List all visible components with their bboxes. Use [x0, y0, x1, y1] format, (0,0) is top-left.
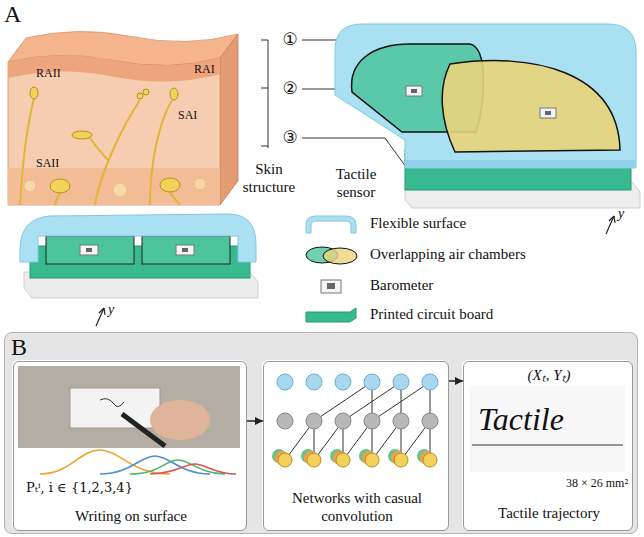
- process-box: Networks with casual convolution: [263, 361, 449, 531]
- output-label-wrap: (Xₜ, Yₜ): [464, 366, 634, 384]
- box-caption: Tactile trajectory: [464, 504, 634, 522]
- box-caption-wrap: Networks with casual convolution: [272, 489, 442, 525]
- receptor-label: SAII: [36, 156, 76, 170]
- axis-label-wrap: y: [618, 206, 634, 223]
- callout-number: ①: [279, 29, 301, 49]
- process-box: Pₜⁱ, i ∈ {1,2,3,4} Writing on surface: [13, 361, 247, 531]
- skin-illustration: [8, 31, 238, 205]
- box-caption: Writing on surface: [14, 507, 248, 525]
- legend-text-wrap: Barometer: [370, 276, 610, 294]
- panel-letter: B: [11, 333, 41, 362]
- receptor-label-wrap: RAII: [36, 66, 76, 80]
- legend-text-wrap: Flexible surface: [370, 214, 610, 232]
- panel: B Pₜⁱ, i ∈ {1,2,3,4} Writing on surface Net…: [4, 332, 638, 534]
- box-caption: Networks with casual convolution: [272, 489, 442, 525]
- axis-label: y: [618, 206, 634, 223]
- callout-number-wrap: ③: [279, 127, 301, 147]
- receptor-label: SAI: [178, 108, 208, 122]
- part-caption: Skin structure: [238, 160, 300, 196]
- receptor-label-wrap: RAI: [194, 62, 224, 76]
- legend-swatch: [302, 304, 360, 326]
- receptor-label-wrap: SAI: [178, 108, 208, 122]
- baseline: [472, 445, 623, 446]
- callout-number-wrap: ②: [279, 78, 301, 98]
- writing-photo: [18, 366, 240, 496]
- dimension-label: 38 × 26 mm²: [504, 476, 628, 490]
- box-caption-wrap: Tactile trajectory: [464, 504, 634, 522]
- legend-text-wrap: Printed circuit board: [370, 305, 610, 323]
- callout-number-wrap: ①: [279, 29, 301, 49]
- axis-label: y: [108, 302, 124, 319]
- callout-number: ③: [279, 127, 301, 147]
- dimension-label-wrap: 38 × 26 mm²: [504, 476, 628, 490]
- part-caption: Tactile sensor: [316, 165, 396, 201]
- panel-letter-wrap: B: [11, 333, 41, 362]
- flow-arrow: [247, 420, 263, 422]
- signal-label-wrap: Pₜⁱ, i ∈ {1,2,3,4}: [26, 480, 236, 496]
- legend-text-wrap: Overlapping air chambers: [370, 245, 610, 263]
- legend-swatch: [302, 275, 360, 297]
- callout-number: ②: [279, 78, 301, 98]
- legend-text: Overlapping air chambers: [370, 245, 610, 263]
- part-caption-wrap: Skin structure: [238, 160, 300, 196]
- receptor-label: RAII: [36, 66, 76, 80]
- legend-swatch: [302, 244, 360, 266]
- causal-network: [272, 374, 438, 467]
- signal-label: Pₜⁱ, i ∈ {1,2,3,4}: [26, 480, 236, 496]
- legend-text: Printed circuit board: [370, 305, 610, 323]
- receptor-label: RAI: [194, 62, 224, 76]
- panel-letter: A: [4, 0, 34, 29]
- box-caption-wrap: Writing on surface: [14, 507, 248, 525]
- handwriting-sample-wrap: Tactile: [478, 400, 628, 438]
- output-label: (Xₜ, Yₜ): [464, 366, 634, 384]
- part-caption-wrap: Tactile sensor: [316, 165, 396, 201]
- panel-letter-wrap: A: [4, 0, 34, 29]
- handwriting-sample: Tactile: [478, 400, 628, 438]
- process-box: (Xₜ, Yₜ) Tactile 38 × 26 mm² Tactile trajec…: [463, 361, 633, 531]
- legend-text: Barometer: [370, 276, 610, 294]
- tactile-sensor-illustration: [335, 24, 640, 234]
- legend-swatch: [302, 213, 360, 235]
- legend-text: Flexible surface: [370, 214, 610, 232]
- small-sensor-illustration: [20, 214, 258, 326]
- axis-label-wrap: y: [108, 302, 124, 319]
- receptor-label-wrap: SAII: [36, 156, 76, 170]
- flow-arrow: [449, 380, 463, 382]
